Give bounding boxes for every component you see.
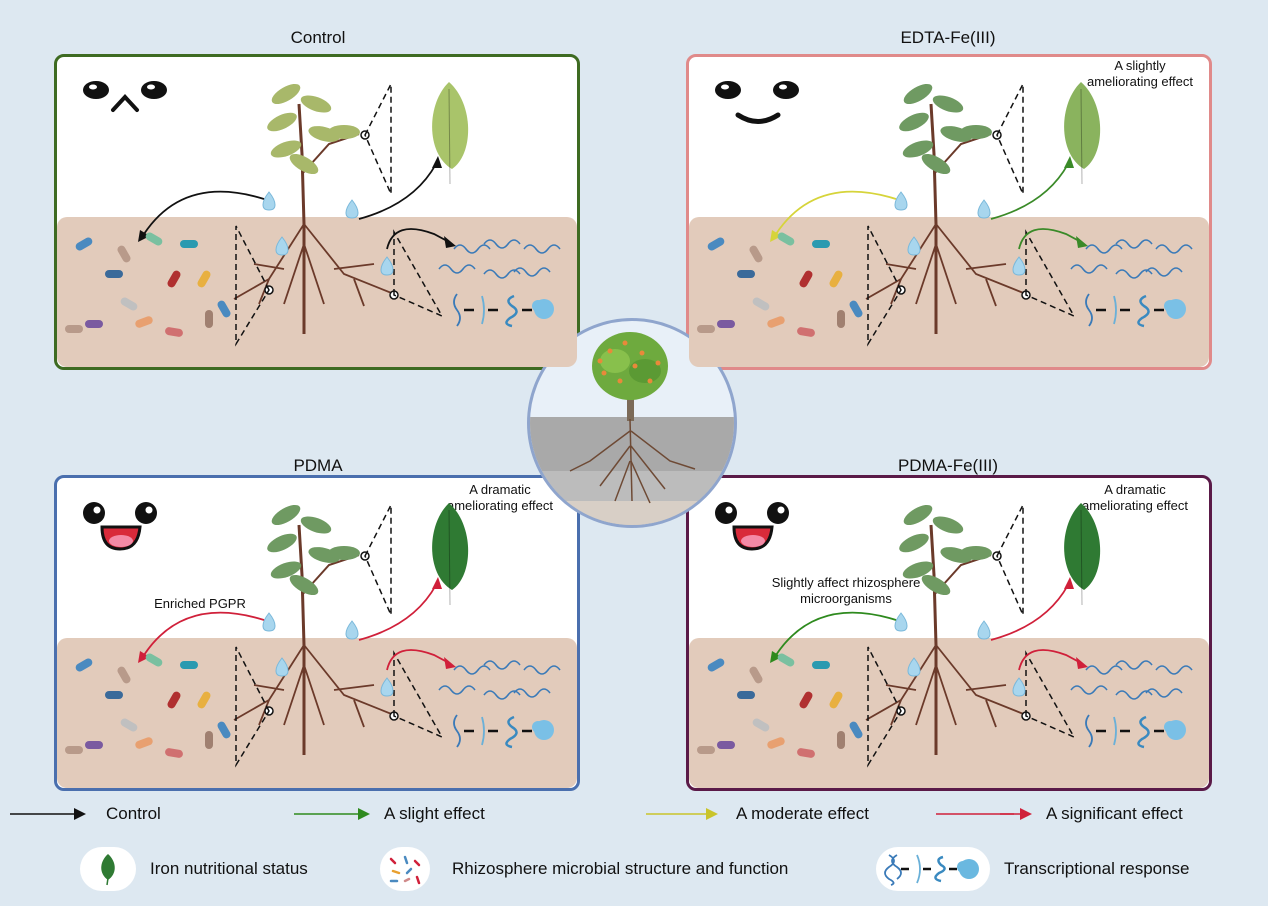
legend-label: Control — [106, 804, 161, 823]
legend-arrow-slight: A slight effect — [292, 804, 485, 824]
dna-transcription-icon — [876, 847, 990, 891]
microbes-icon — [380, 847, 430, 891]
legend-label: A significant effect — [1046, 804, 1183, 823]
note-pdmafe-leaf: A dramatic ameliorating effect — [1082, 482, 1188, 513]
note-pdmafe-microbes: Slightly affect rhizosphere microorganis… — [771, 575, 921, 606]
panel-pdma — [54, 475, 580, 791]
panel-title-control: Control — [290, 28, 346, 47]
legend-arrow-significant: A significant effect — [934, 804, 1183, 824]
note-pdma-leaf: A dramatic ameliorating effect — [447, 482, 553, 513]
note-edta-leaf: A slightly ameliorating effect — [1087, 58, 1193, 89]
legend-iron-status: Iron nutritional status — [80, 847, 308, 891]
panel-title-pdma: PDMA — [293, 456, 343, 475]
note-pdmafe-genes: Downregulation of stress-responsive and … — [942, 755, 1208, 786]
arrow-red-head-icon — [1000, 808, 1032, 820]
legend-transcriptional: Transcriptional response — [876, 847, 1190, 891]
note-pdma-pgpr: Enriched PGPR — [154, 596, 246, 611]
panel-pdma-fe — [686, 475, 1212, 791]
arrow-yellow-icon — [646, 808, 718, 820]
legend-label: Rhizosphere microbial structure and func… — [452, 859, 789, 878]
legend-arrow-moderate: A moderate effect — [644, 804, 869, 824]
panel-title-pdma-fe: PDMA-Fe(III) — [897, 456, 999, 475]
leaf-icon — [80, 847, 136, 891]
legend-label: Transcriptional response — [1004, 859, 1190, 878]
legend-arrow-control: Control — [8, 804, 161, 824]
arrow-black-icon — [10, 808, 86, 820]
legend-label: A moderate effect — [736, 804, 869, 823]
panel-title-edta-fe: EDTA-Fe(III) — [900, 28, 996, 47]
legend-microbial: Rhizosphere microbial structure and func… — [380, 847, 788, 891]
panel-edta-fe — [686, 54, 1212, 370]
legend-label: Iron nutritional status — [150, 859, 308, 878]
panel-control — [54, 54, 580, 370]
arrow-red-icon — [936, 813, 1014, 815]
arrow-green-icon — [294, 808, 370, 820]
legend-label: A slight effect — [384, 804, 485, 823]
citrus-tree-illustration — [527, 318, 737, 528]
